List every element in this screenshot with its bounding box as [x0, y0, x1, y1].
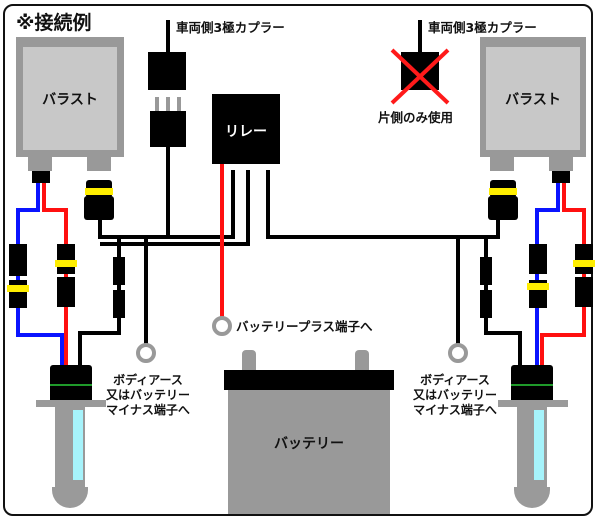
- diagram-shape: [166, 97, 170, 111]
- ground-left-line-3: マイナス端子へ: [106, 402, 190, 417]
- diagram-shape: [575, 244, 593, 274]
- ground-ring-left-icon: [136, 343, 156, 363]
- diagram-shape: [489, 188, 517, 195]
- ballast-connector-left: [84, 180, 114, 220]
- ground-right-line-3: マイナス端子へ: [413, 402, 497, 417]
- coupler-right-unused: [390, 48, 450, 105]
- diagram-shape: [486, 47, 580, 150]
- diagram-shape: [52, 487, 88, 508]
- diagram-shape: [9, 244, 27, 276]
- diagram-shape: [266, 170, 500, 239]
- diagram-shape: [55, 260, 77, 267]
- diagram-title: ※接続例: [16, 11, 91, 34]
- diagram-shape: [28, 155, 52, 171]
- coupler-right-label: 車両側3極カプラー: [428, 20, 537, 35]
- diagram-shape: [228, 390, 390, 514]
- diagram-shape: [85, 188, 113, 195]
- diagram-shape: [57, 277, 75, 307]
- coupler-left-label: 車両側3極カプラー: [176, 20, 285, 35]
- coupler-left: [148, 52, 186, 147]
- diagram-shape: [177, 97, 181, 111]
- ground-left-line-2: 又はバッテリー: [105, 388, 190, 402]
- diagram-shape: [7, 285, 29, 292]
- ground-right-line-2: 又はバッテリー: [412, 388, 497, 402]
- diagram-shape: [390, 48, 450, 105]
- diagram-shape: [100, 170, 250, 246]
- battery-plus-label: バッテリープラス端子へ: [236, 319, 373, 334]
- ballast-connector-right: [488, 180, 518, 220]
- diagram-shape: [480, 290, 492, 318]
- diagram-shape: [32, 171, 50, 183]
- diagram-shape: [113, 290, 125, 318]
- black-wires: [78, 20, 522, 368]
- diagram-shape: [113, 257, 125, 285]
- ballast-right-label: バラスト: [505, 92, 561, 108]
- diagram-shape: [36, 400, 106, 407]
- relay: リレー: [212, 94, 280, 172]
- diagram-shape: [490, 155, 514, 171]
- bulb-left: [36, 365, 106, 508]
- relay-label: リレー: [225, 124, 267, 140]
- diagram-shape: [514, 487, 550, 508]
- right-harness: [527, 171, 595, 368]
- ballast-left-label: バラスト: [42, 92, 98, 108]
- ground-ring-right-icon: [448, 343, 468, 363]
- diagram-shape: [527, 283, 549, 290]
- diagram-shape: [355, 350, 369, 374]
- diagram-shape: [9, 280, 27, 308]
- diagram-shape: [148, 52, 186, 90]
- diagram-shape: [57, 244, 75, 274]
- diagram-shape: [552, 171, 570, 183]
- diagram-shape: [480, 257, 492, 285]
- diagram-shape: [150, 111, 186, 147]
- battery: バッテリー: [224, 350, 394, 514]
- ground-right-line-1: ボディアース: [420, 372, 490, 387]
- diagram-shape: [401, 52, 439, 90]
- diagram-shape: [549, 155, 573, 171]
- diagram-shape: [155, 97, 159, 111]
- diagram-shape: [488, 196, 518, 220]
- diagram-shape: [242, 350, 256, 374]
- coupler-right-note: 片側のみ使用: [378, 110, 453, 125]
- diagram-shape: [573, 260, 595, 267]
- diagram-shape: [498, 400, 568, 407]
- diagram-shape: [73, 410, 83, 480]
- battery-plus-ring-icon: [212, 316, 232, 336]
- diagram-shape: [23, 47, 117, 150]
- diagram-shape: [84, 196, 114, 220]
- diagram-shape: [212, 94, 280, 164]
- bulb-right: [498, 365, 568, 508]
- ground-left-line-1: ボディアース: [113, 372, 183, 387]
- diagram-shape: [534, 410, 544, 480]
- ballast-left: バラスト: [16, 37, 124, 171]
- battery-label: バッテリー: [274, 436, 344, 452]
- diagram-shape: [529, 244, 547, 274]
- left-harness: [7, 171, 77, 368]
- diagram-shape: [575, 277, 593, 307]
- ballast-right: バラスト: [480, 37, 586, 171]
- diagram-shape: [87, 155, 111, 171]
- diagram-shape: [224, 370, 394, 390]
